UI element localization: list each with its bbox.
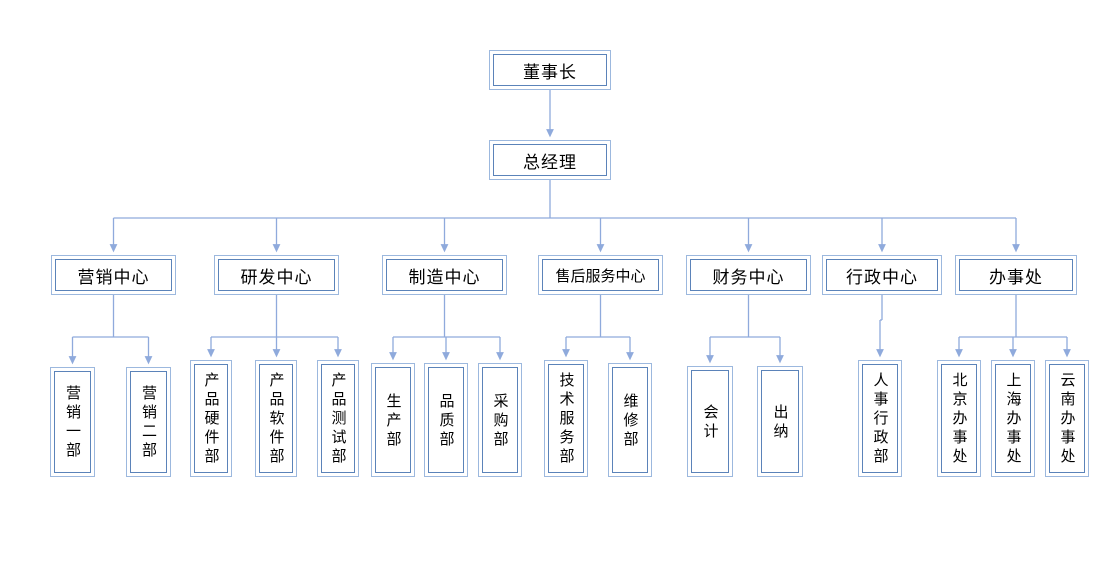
node-label: 产品测试部 [321, 364, 355, 473]
node-marketing-center[interactable]: 营销中心 [51, 255, 176, 295]
node-label: 营销二部 [130, 371, 167, 473]
node-product-hardware-dept[interactable]: 产品硬件部 [190, 360, 232, 477]
node-marketing-dept-1[interactable]: 营销一部 [50, 367, 95, 477]
node-label: 研发中心 [218, 259, 335, 291]
node-cashier[interactable]: 出纳 [757, 366, 803, 477]
node-yunnan-office[interactable]: 云南办事处 [1045, 360, 1089, 477]
node-label: 营销一部 [54, 371, 91, 473]
node-purchasing-dept[interactable]: 采购部 [478, 363, 522, 477]
node-label: 生产部 [375, 367, 411, 473]
node-beijing-office[interactable]: 北京办事处 [937, 360, 981, 477]
node-label: 行政中心 [826, 259, 938, 291]
node-label: 售后服务中心 [542, 259, 659, 291]
node-label: 维修部 [612, 367, 648, 473]
node-quality-dept[interactable]: 品质部 [424, 363, 468, 477]
node-label: 云南办事处 [1049, 364, 1085, 473]
node-label: 产品软件部 [259, 364, 293, 473]
node-production-dept[interactable]: 生产部 [371, 363, 415, 477]
node-label: 董事长 [493, 54, 607, 86]
node-label: 财务中心 [690, 259, 807, 291]
node-hr-admin-dept[interactable]: 人事行政部 [858, 360, 902, 477]
node-accounting[interactable]: 会计 [687, 366, 733, 477]
node-label: 总经理 [493, 144, 607, 176]
node-offices[interactable]: 办事处 [955, 255, 1077, 295]
node-label: 办事处 [959, 259, 1073, 291]
node-manufacturing-center[interactable]: 制造中心 [382, 255, 507, 295]
node-label: 产品硬件部 [194, 364, 228, 473]
node-label: 人事行政部 [862, 364, 898, 473]
node-label: 出纳 [761, 370, 799, 473]
node-finance-center[interactable]: 财务中心 [686, 255, 811, 295]
node-tech-service-dept[interactable]: 技术服务部 [544, 360, 588, 477]
node-label: 技术服务部 [548, 364, 584, 473]
node-shanghai-office[interactable]: 上海办事处 [991, 360, 1035, 477]
node-general-manager[interactable]: 总经理 [489, 140, 611, 180]
node-repair-dept[interactable]: 维修部 [608, 363, 652, 477]
node-aftersales-center[interactable]: 售后服务中心 [538, 255, 663, 295]
node-rnd-center[interactable]: 研发中心 [214, 255, 339, 295]
node-label: 会计 [691, 370, 729, 473]
node-admin-center[interactable]: 行政中心 [822, 255, 942, 295]
node-marketing-dept-2[interactable]: 营销二部 [126, 367, 171, 477]
node-product-software-dept[interactable]: 产品软件部 [255, 360, 297, 477]
node-label: 上海办事处 [995, 364, 1031, 473]
node-label: 营销中心 [55, 259, 172, 291]
node-label: 品质部 [428, 367, 464, 473]
node-label: 采购部 [482, 367, 518, 473]
node-product-testing-dept[interactable]: 产品测试部 [317, 360, 359, 477]
node-label: 制造中心 [386, 259, 503, 291]
node-label: 北京办事处 [941, 364, 977, 473]
node-chairman[interactable]: 董事长 [489, 50, 611, 90]
